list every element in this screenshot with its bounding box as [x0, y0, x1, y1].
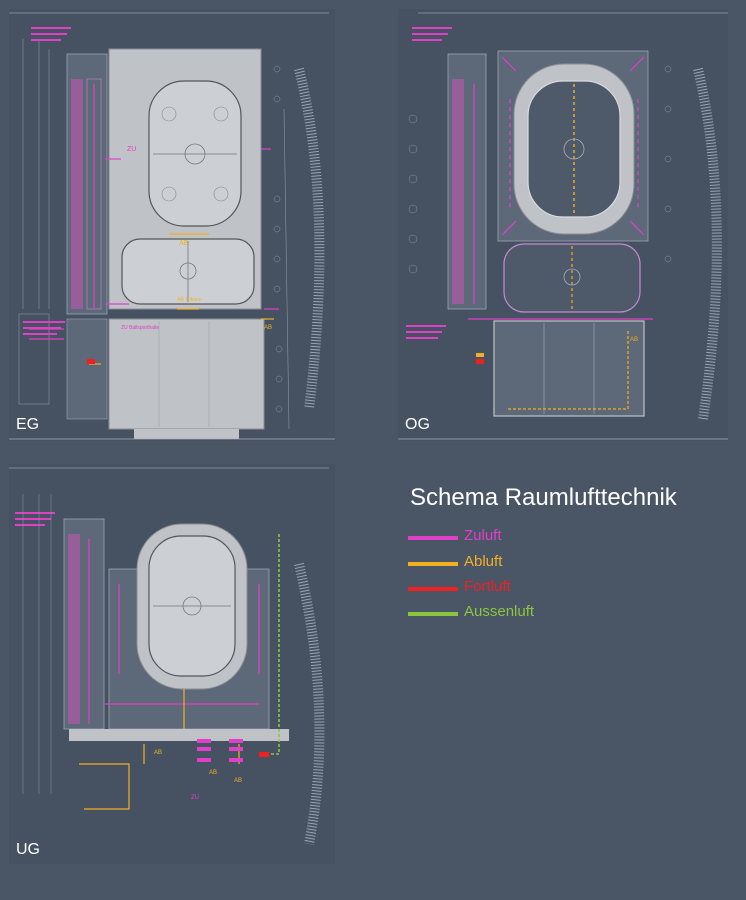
og-ab-label: AB: [630, 337, 638, 343]
legend-label: Abluft: [464, 553, 503, 570]
eg-ab-tribune-label: AB Tribüne: [177, 297, 202, 303]
legend-title: Schema Raumlufttechnik: [410, 484, 677, 511]
ug-ab-label-1: AB: [154, 750, 162, 756]
ug-ab-label-3: AB: [209, 770, 217, 776]
floor-label-eg: EG: [16, 416, 40, 433]
plan-eg-drawing: ZU AB AB Tribüne ZU Ballsporthalle AB: [9, 12, 335, 440]
floor-label-ug: UG: [16, 841, 40, 858]
legend-label: Aussenluft: [464, 603, 535, 620]
legend-swatch: [408, 562, 458, 566]
legend-label: Zuluft: [464, 527, 502, 544]
legend-swatch: [408, 536, 458, 540]
eg-zu-label: ZU: [127, 146, 136, 153]
legend-swatch: [408, 587, 458, 591]
floor-label-og: OG: [405, 416, 430, 433]
plan-og: AB: [398, 9, 728, 441]
ug-zu-label: ZU: [191, 795, 199, 801]
eg-ab-label: AB: [179, 240, 189, 247]
plan-eg: ZU AB AB Tribüne ZU Ballsporthalle AB: [9, 9, 335, 441]
legend-label: Fortluft: [464, 578, 511, 595]
eg-zu-ballsport-label: ZU Ballsporthalle: [121, 325, 159, 331]
plan-og-drawing: AB: [398, 12, 728, 440]
plan-ug-drawing: AB AB AB ZU: [9, 467, 329, 845]
legend-swatch: [408, 612, 458, 616]
ug-ab-label-2: AB: [234, 778, 242, 784]
eg-ab-right-label: AB: [264, 325, 272, 331]
plan-ug: AB AB AB ZU: [9, 464, 335, 864]
